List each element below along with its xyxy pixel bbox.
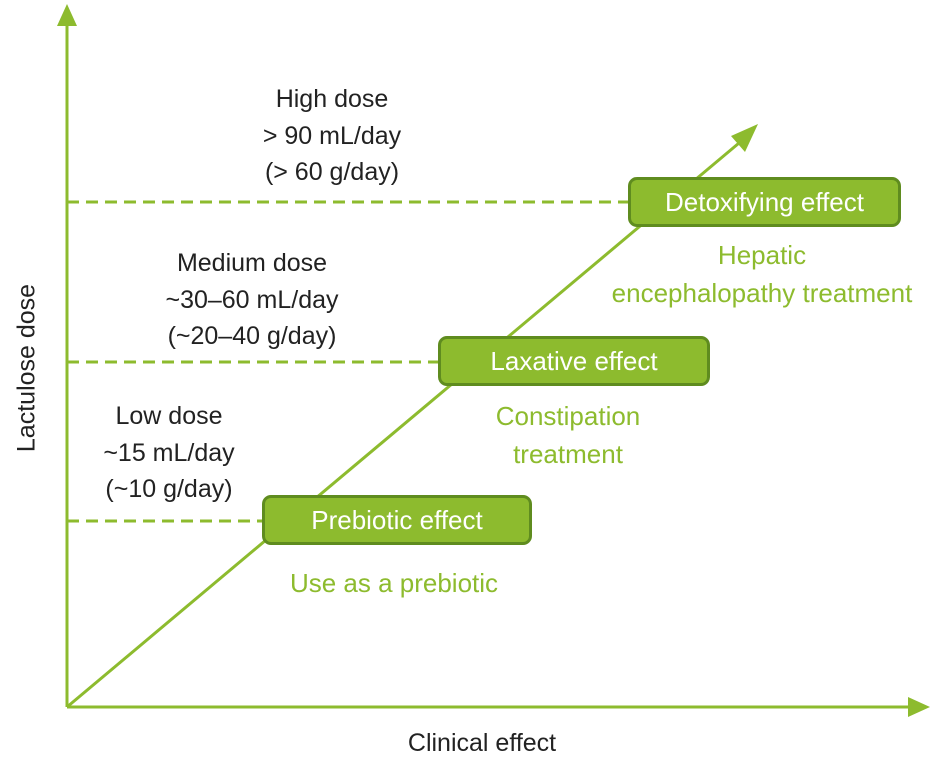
high-dose-volume: > 90 mL/day <box>262 121 402 150</box>
constipation-treatment-caption: Constipation treatment <box>496 397 641 473</box>
y-axis-arrowhead <box>57 4 77 26</box>
hepatic-treatment-line-1: Hepatic <box>717 240 807 270</box>
x-axis-label: Clinical effect <box>407 729 557 757</box>
medium-dose-mass: (~20–40 g/day) <box>167 322 337 350</box>
prebiotic-use-caption: Use as a prebiotic <box>290 564 498 602</box>
detoxifying-effect-box: Detoxifying effect <box>628 177 901 227</box>
constipation-treatment-line-2: treatment <box>513 439 623 469</box>
hepatic-treatment-caption: Hepatic encephalopathy treatment <box>612 236 913 312</box>
prebiotic-use-line-1: Use as a prebiotic <box>289 568 499 598</box>
high-dose-label: High dose > 90 mL/day (> 60 g/day) <box>182 81 482 191</box>
x-axis-arrowhead <box>908 697 930 717</box>
low-dose-name: Low dose <box>115 402 223 430</box>
low-dose-volume: ~15 mL/day <box>103 438 235 467</box>
prebiotic-effect-box: Prebiotic effect <box>262 495 532 545</box>
laxative-effect-box: Laxative effect <box>438 336 710 386</box>
low-dose-mass: (~10 g/day) <box>105 475 233 503</box>
dose-response-line <box>66 136 746 709</box>
hepatic-treatment-line-2: encephalopathy treatment <box>611 278 913 308</box>
medium-dose-name: Medium dose <box>176 249 328 277</box>
low-dose-label: Low dose ~15 mL/day (~10 g/day) <box>19 398 319 508</box>
medium-dose-volume: ~30–60 mL/day <box>165 285 339 314</box>
medium-dose-label: Medium dose ~30–60 mL/day (~20–40 g/day) <box>102 245 402 355</box>
constipation-treatment-line-1: Constipation <box>495 401 641 431</box>
dose-response-arrowhead <box>731 124 758 152</box>
high-dose-name: High dose <box>275 85 389 113</box>
high-dose-mass: (> 60 g/day) <box>264 158 400 186</box>
